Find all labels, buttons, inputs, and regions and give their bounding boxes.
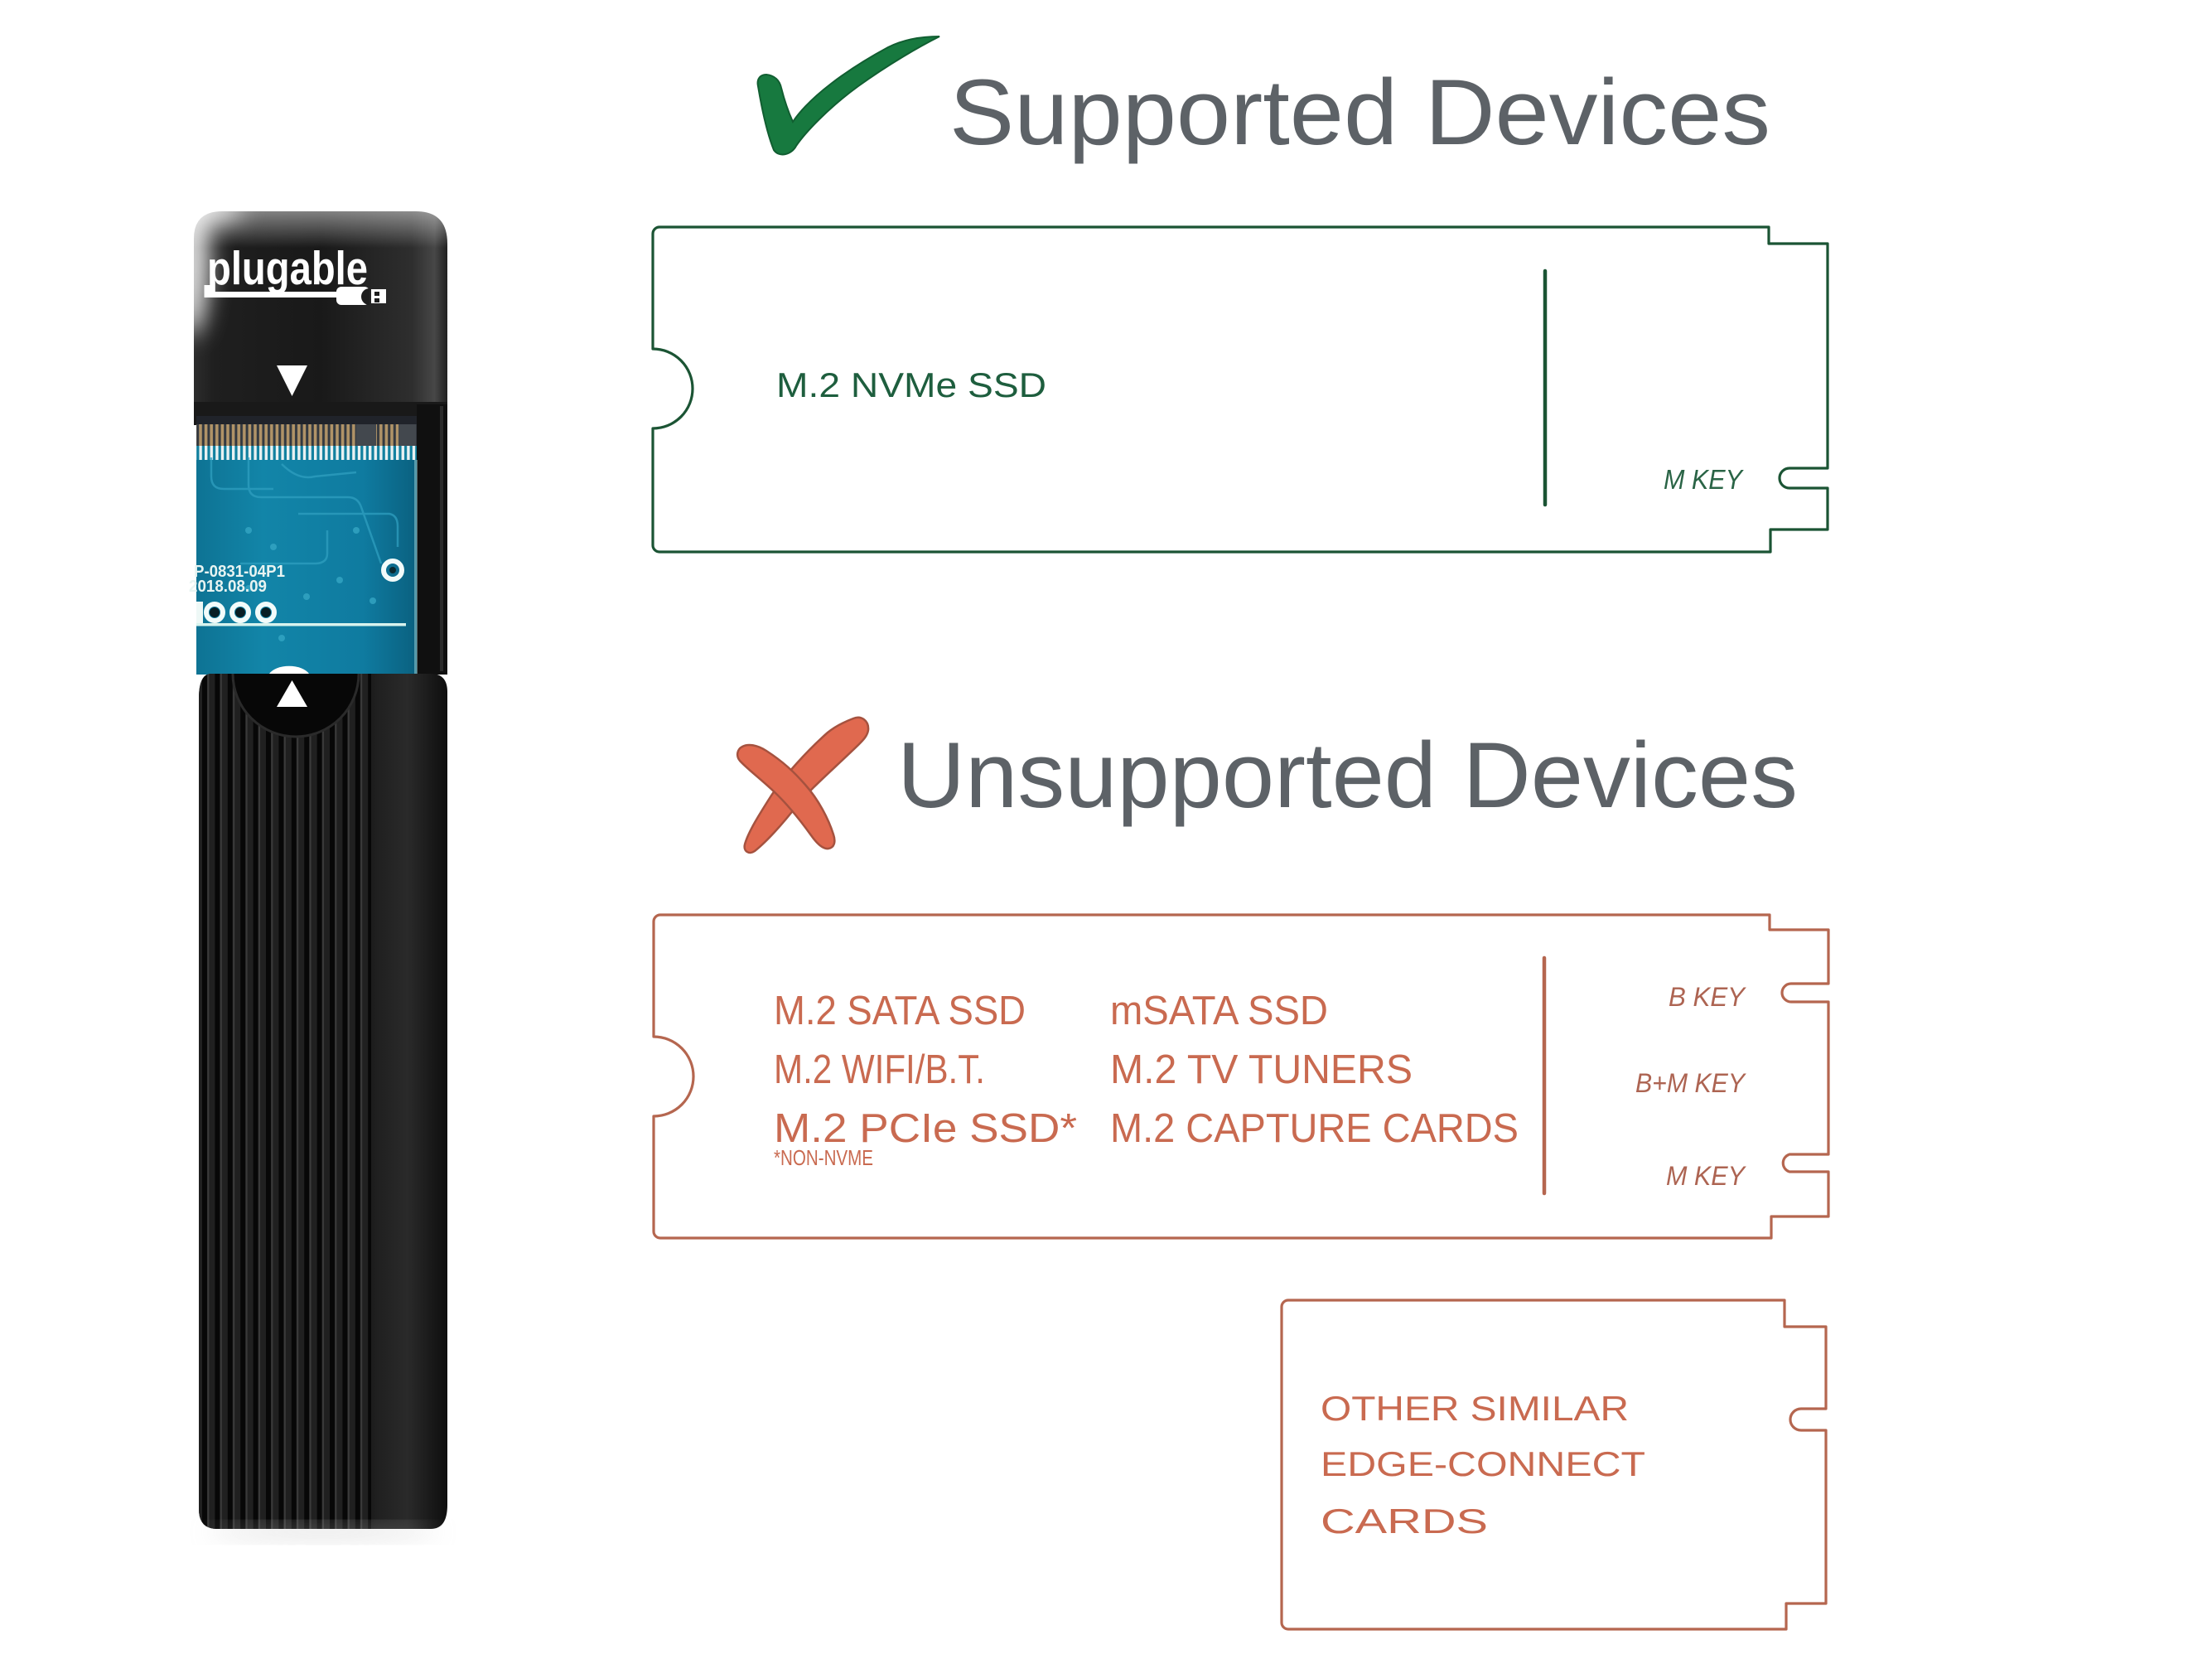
svg-text:M.2 CAPTURE CARDS: M.2 CAPTURE CARDS <box>1110 1106 1519 1151</box>
svg-text:plugable: plugable <box>207 242 368 295</box>
svg-text:M.2 NVMe SSD: M.2 NVMe SSD <box>776 365 1046 404</box>
svg-text:M.2 WIFI/B.T.: M.2 WIFI/B.T. <box>774 1047 985 1092</box>
svg-text:*NON-NVME: *NON-NVME <box>774 1145 873 1170</box>
svg-text:EDGE-CONNECT: EDGE-CONNECT <box>1321 1444 1645 1483</box>
svg-text:Supported Devices: Supported Devices <box>949 60 1770 164</box>
svg-text:Unsupported Devices: Unsupported Devices <box>897 723 1798 827</box>
svg-text:CARDS: CARDS <box>1321 1502 1488 1540</box>
svg-text:M KEY: M KEY <box>1664 464 1744 495</box>
svg-text:M.2 TV TUNERS: M.2 TV TUNERS <box>1110 1047 1413 1092</box>
svg-text:M.2 PCIe SSD*: M.2 PCIe SSD* <box>774 1106 1077 1151</box>
svg-text:B+M KEY: B+M KEY <box>1635 1068 1747 1098</box>
svg-text:M KEY: M KEY <box>1666 1161 1747 1191</box>
svg-text:P-0831-04P1: P-0831-04P1 <box>194 563 285 581</box>
svg-text:mSATA SSD: mSATA SSD <box>1110 989 1328 1033</box>
svg-text:M.2 SATA SSD: M.2 SATA SSD <box>774 989 1026 1033</box>
svg-text:B KEY: B KEY <box>1669 982 1747 1012</box>
svg-text:OTHER SIMILAR: OTHER SIMILAR <box>1321 1389 1629 1428</box>
svg-text:2018.08.09: 2018.08.09 <box>189 578 267 596</box>
